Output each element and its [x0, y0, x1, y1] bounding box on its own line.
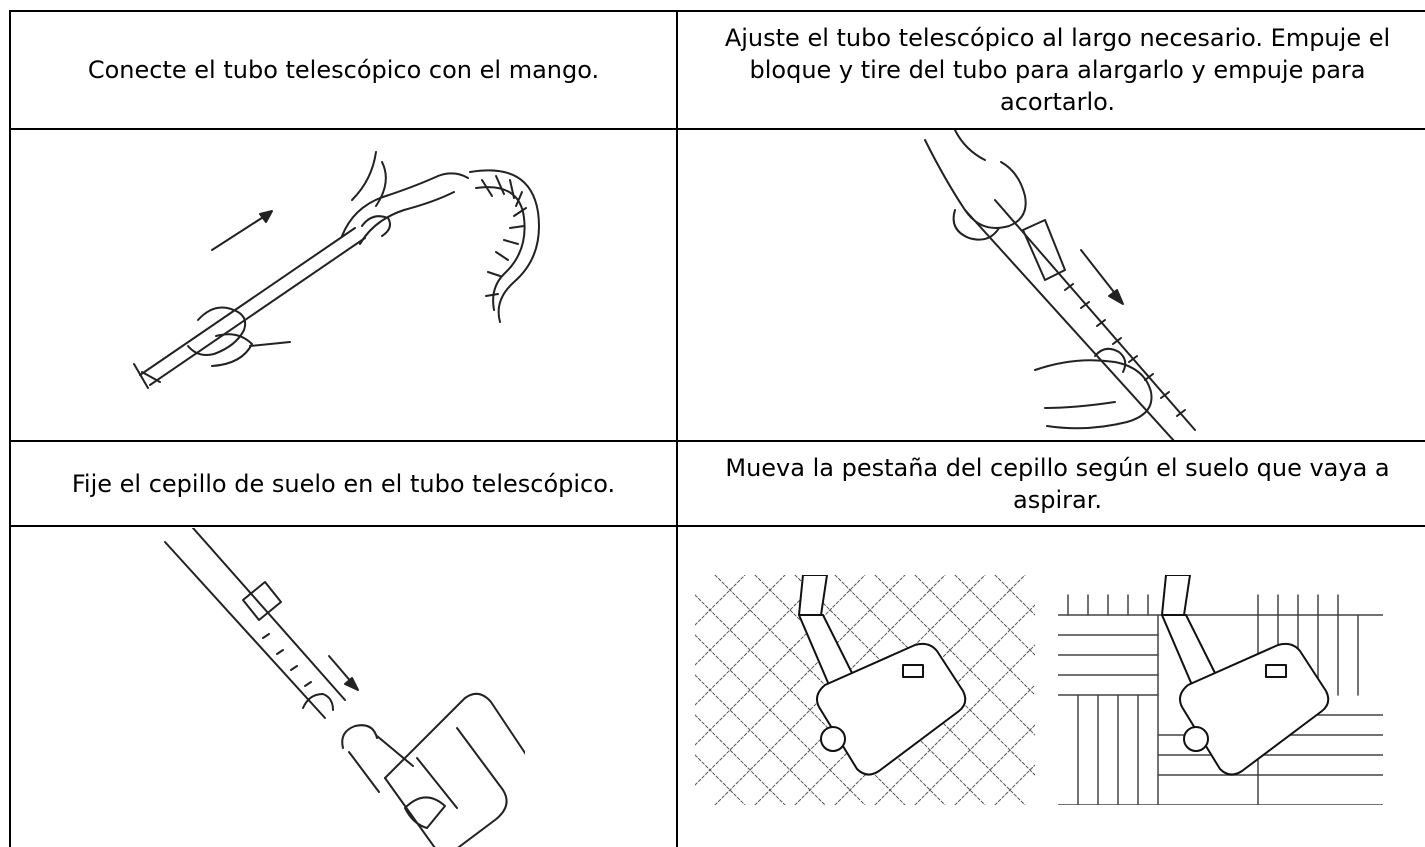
step1-caption: Conecte el tubo telescópico con el mango…: [87, 56, 600, 84]
step4-caption: Mueva la pestaña del cepillo según el su…: [725, 453, 1390, 514]
column-divider: [676, 10, 678, 847]
step3-caption: Fije el cepillo de suelo en el tubo tele…: [71, 469, 616, 498]
row-divider-2: [9, 440, 1425, 442]
table-border-left: [9, 10, 11, 847]
hose-handle-illustration: [120, 140, 560, 390]
step2-caption: Ajuste el tubo telescópico al largo nece…: [724, 24, 1391, 116]
telescopic-tube-illustration: [895, 130, 1215, 440]
floor-brush-attach-illustration: [155, 528, 525, 847]
hard-floor-illustration: [1058, 575, 1383, 805]
row-divider-1: [9, 128, 1425, 130]
row-divider-3: [9, 525, 1425, 527]
carpet-floor-illustration: [695, 575, 1035, 805]
table-border-top: [9, 10, 1425, 12]
